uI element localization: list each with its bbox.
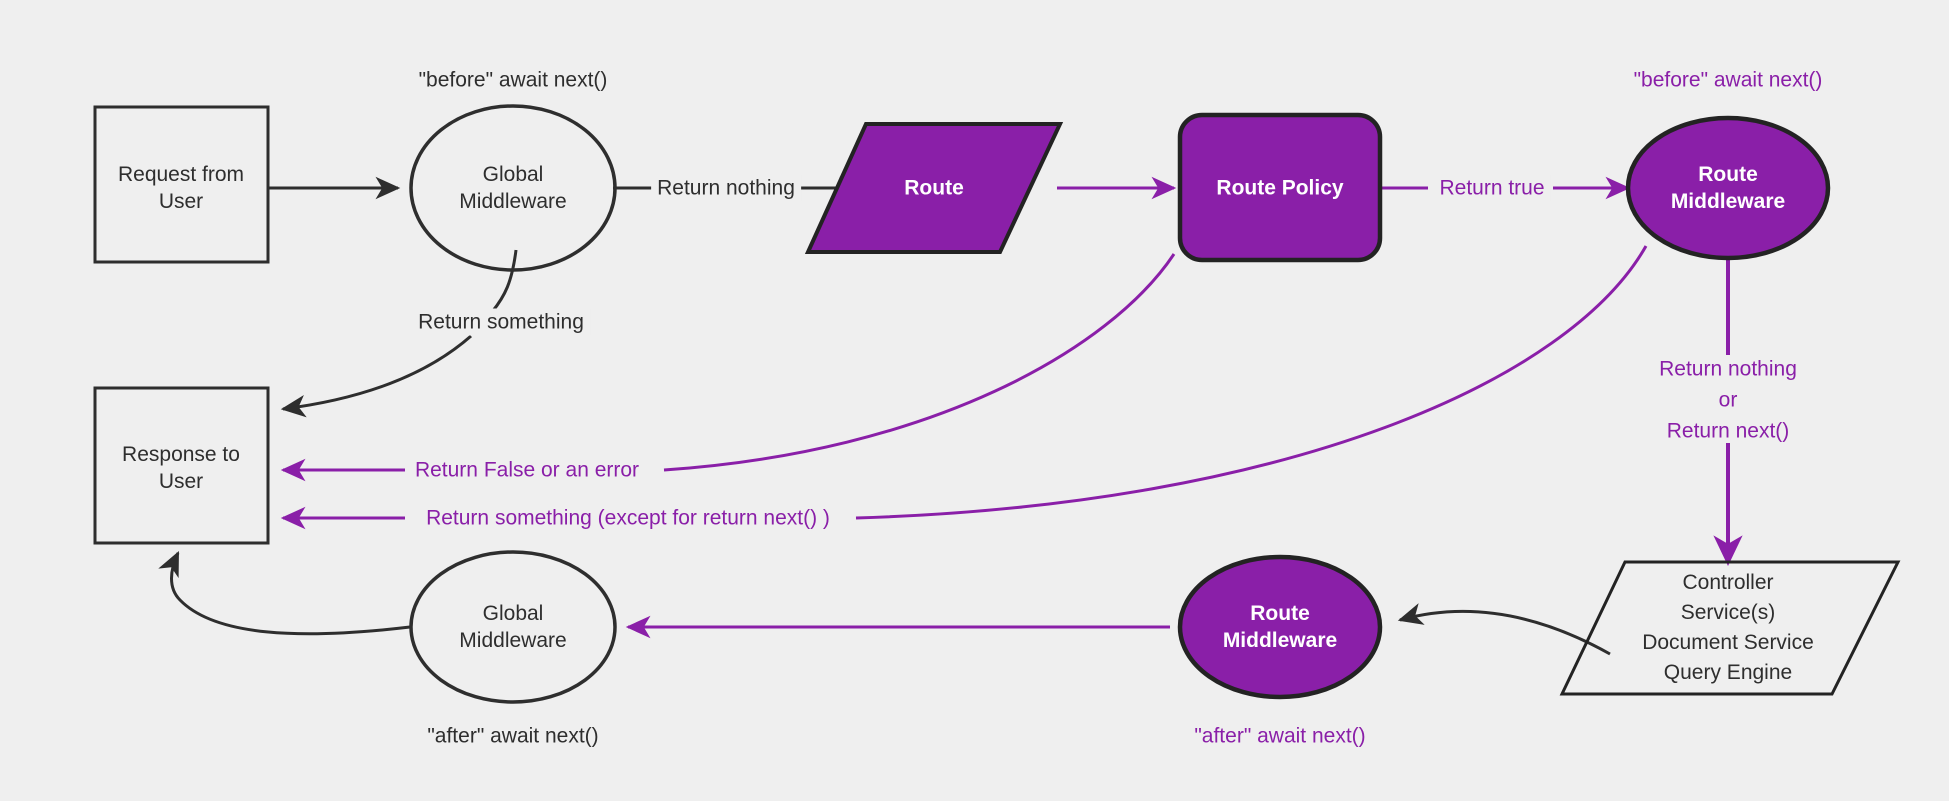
edge-global-middleware-bottom-to-response [158, 550, 411, 636]
edge-controller-to-route-middleware-bottom [1397, 603, 1611, 656]
node-global-middleware-bottom[interactable] [409, 550, 617, 704]
node-route-policy[interactable] [1177, 112, 1383, 263]
edge-route-policy-to-response [663, 253, 1176, 472]
node-global-middleware-top[interactable] [409, 104, 617, 272]
edge-global-middleware-to-response-2 [280, 334, 472, 418]
edge-global-middleware-to-response [490, 249, 518, 313]
edge-route-middleware-to-response [855, 245, 1648, 520]
shapes [93, 104, 1901, 704]
edges [158, 176, 1743, 656]
node-controller-stack[interactable] [1559, 560, 1901, 696]
node-route-middleware-top[interactable] [1625, 115, 1831, 261]
node-response-to-user[interactable] [93, 386, 270, 545]
node-route-middleware-bottom[interactable] [1177, 554, 1383, 700]
node-request-from-user[interactable] [93, 105, 270, 264]
node-route[interactable] [804, 122, 1064, 254]
